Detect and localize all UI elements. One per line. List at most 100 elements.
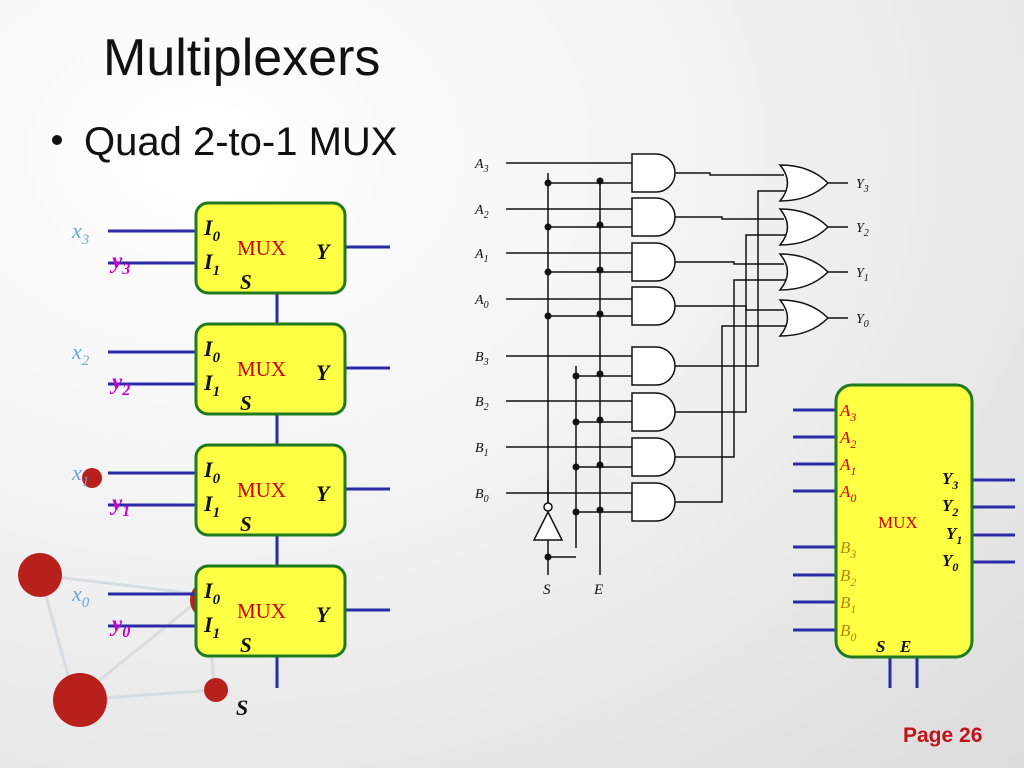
and-gate-4	[572, 346, 676, 386]
big-mux-box	[834, 383, 974, 659]
and-gate-body	[631, 242, 676, 282]
junction-dot	[596, 461, 604, 469]
gate-input-A2: A2	[474, 203, 489, 221]
mux-name-label: MUX	[237, 599, 286, 623]
mux-select-label: S	[240, 270, 252, 294]
and-to-or-wire-a	[675, 261, 784, 265]
junction-dot	[544, 223, 552, 231]
big-mux-output-Y2: Y2	[942, 496, 958, 519]
and-gate-6	[572, 437, 676, 477]
bullet-point: Quad 2-to-1 MUX	[52, 120, 397, 165]
input-label-y3: y3	[109, 248, 130, 278]
and-to-or-wire-b	[675, 279, 786, 458]
and-gate-1	[544, 197, 676, 237]
mux-output-label: Y	[316, 602, 332, 627]
mux-box	[194, 201, 347, 295]
mux-box	[194, 564, 347, 658]
big-mux-input-B1: B1	[840, 593, 856, 616]
junction-dot	[572, 463, 580, 471]
gate-input-B1: B1	[475, 441, 489, 459]
mux-box	[194, 322, 347, 416]
junction-dot	[544, 179, 552, 187]
page-number: Page 26	[903, 724, 983, 747]
big-mux-select-label: S	[876, 637, 885, 656]
big-mux-input-A0: A0	[839, 482, 856, 505]
gate-input-A0: A0	[474, 293, 489, 311]
and-to-or-wire-b	[675, 190, 786, 367]
input-label-x1: x1	[71, 460, 89, 490]
or-gate-body	[778, 253, 830, 291]
input-label-y2: y2	[109, 369, 130, 399]
molecule-ball-5	[82, 468, 102, 488]
mux-select-label: S	[240, 512, 252, 536]
and-gate-5	[572, 392, 676, 432]
mux-name-label: MUX	[237, 478, 286, 502]
mux-input-i1-label: I1	[203, 249, 220, 279]
big-mux-input-B0: B0	[840, 621, 856, 644]
big-mux-input-B3: B3	[840, 538, 856, 561]
gate-output-Y1: Y1	[856, 266, 869, 284]
junction-dot	[544, 268, 552, 276]
and-gate-3	[544, 286, 676, 326]
and-gate-2	[544, 242, 676, 282]
input-label-x0: x0	[71, 581, 90, 611]
molecule-ball-4	[204, 678, 228, 702]
big-mux-output-Y1: Y1	[946, 524, 962, 547]
or-gate-2: Y1	[675, 253, 869, 458]
junction-dot	[596, 310, 604, 318]
big-mux-input-A1: A1	[839, 455, 856, 478]
input-label-y1: y1	[109, 490, 130, 520]
molecule-ball-2	[53, 673, 107, 727]
big-mux-output-Y3: Y3	[942, 469, 958, 492]
and-to-or-wire-a	[675, 305, 784, 311]
mux-output-label: Y	[316, 481, 332, 506]
gate-output-Y0: Y0	[856, 312, 869, 330]
big-mux-input-A2: A2	[839, 428, 856, 451]
gate-output-Y3: Y3	[856, 177, 869, 195]
or-gate-body	[778, 164, 830, 202]
and-gate-body	[631, 437, 676, 477]
and-to-or-wire-a	[675, 172, 784, 176]
mux-input-i1-label: I1	[203, 491, 220, 521]
gate-input-A3: A3	[474, 157, 489, 175]
gate-select-label: S	[543, 582, 551, 598]
mux-select-label: S	[240, 391, 252, 415]
and-gate-body	[631, 153, 676, 193]
or-gate-body	[778, 299, 830, 337]
junction-dot	[596, 370, 604, 378]
and-to-or-wire-a	[675, 216, 784, 220]
column-select-label: S	[236, 695, 248, 720]
gate-enable-label: E	[593, 582, 603, 598]
or-gate-3: Y0	[675, 299, 869, 503]
and-gate-body	[631, 286, 676, 326]
slide-title: Multiplexers	[103, 29, 381, 87]
mux-input-i1-label: I1	[203, 370, 220, 400]
and-gate-body	[631, 482, 676, 522]
input-label-y0: y0	[109, 611, 130, 641]
big-mux-name: MUX	[878, 513, 918, 532]
mux-input-i0-label: I0	[203, 336, 221, 366]
bullet-text: Quad 2-to-1 MUX	[84, 120, 398, 164]
gate-output-Y2: Y2	[856, 221, 869, 239]
mux-output-label: Y	[316, 360, 332, 385]
mux-input-i0-label: I0	[203, 457, 221, 487]
junction-dot	[596, 266, 604, 274]
and-to-or-wire-b	[675, 234, 786, 413]
mux-input-i0-label: I0	[203, 578, 221, 608]
junction-dot	[596, 221, 604, 229]
and-to-or-wire-b	[675, 325, 786, 503]
junction-dot	[572, 372, 580, 380]
and-gate-body	[631, 392, 676, 432]
bullet-dot	[52, 135, 62, 146]
junction-dot	[596, 416, 604, 424]
or-gate-0: Y3	[675, 164, 869, 367]
and-gate-body	[631, 346, 676, 386]
mux-name-label: MUX	[237, 236, 286, 260]
input-label-x3: x3	[71, 218, 89, 248]
junction-dot	[572, 418, 580, 426]
